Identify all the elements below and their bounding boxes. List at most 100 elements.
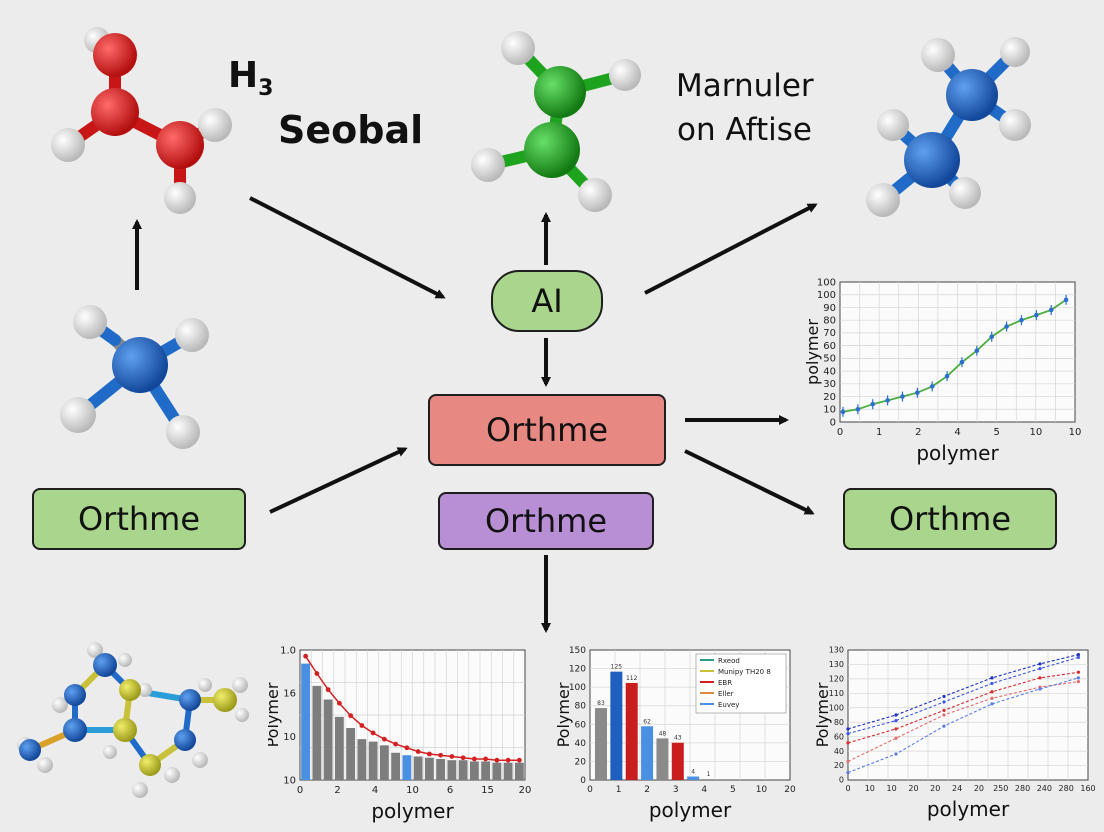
- x-tick-label: 20: [784, 785, 796, 795]
- x-axis-label: polymer: [916, 441, 999, 465]
- trend-point: [404, 745, 410, 751]
- trend-point: [494, 757, 500, 763]
- data-point: [1034, 312, 1039, 318]
- orthme-purple-box: Orthme: [438, 492, 654, 550]
- bar-value-label: 48: [659, 730, 667, 737]
- scatter-point: [1076, 670, 1080, 674]
- polymer-molecule-icon: [17, 642, 249, 798]
- y-tick-label: 60: [823, 341, 836, 352]
- data-point: [959, 359, 965, 365]
- x-tick-label: 2: [915, 427, 921, 438]
- y-axis-label: polymer: [803, 319, 822, 385]
- y-tick-label: 1.0: [280, 645, 296, 656]
- bar: [424, 757, 434, 780]
- x-tick-label: 20: [930, 784, 940, 793]
- scatter-point: [1076, 676, 1080, 680]
- y-tick-label: 40: [823, 366, 836, 377]
- y-tick-label: 40: [575, 739, 587, 749]
- trend-point: [449, 754, 455, 759]
- arrow-seobal-to-ai: [249, 196, 446, 299]
- x-tick-label: 280: [1015, 784, 1030, 793]
- y-tick-label: 20: [834, 761, 844, 770]
- y-tick-label: 100: [829, 703, 844, 712]
- x-tick-label: 0: [845, 784, 850, 793]
- y-tick-label: 70: [823, 328, 836, 339]
- x-tick-label: 10: [756, 785, 768, 795]
- series-line: [847, 681, 1079, 762]
- blue-molecule-icon: [866, 37, 1031, 217]
- y-tick-label: 100: [569, 683, 586, 693]
- x-tick-label: 20: [908, 784, 918, 793]
- y-tick-label: 0: [580, 776, 586, 786]
- y-tick-label: 110: [829, 689, 844, 698]
- trend-point: [415, 749, 421, 754]
- bar: [357, 739, 367, 780]
- arrow-ai-to-upper-right: [644, 203, 818, 295]
- y-tick-label: 90: [823, 303, 836, 314]
- y-tick-label: 20: [823, 392, 836, 403]
- bar: [469, 761, 479, 780]
- trend-point: [314, 671, 320, 676]
- trend-point: [505, 757, 511, 763]
- scatter-point: [846, 759, 850, 764]
- x-tick-label: 10: [406, 785, 419, 796]
- x-tick-label: 20: [519, 785, 532, 796]
- x-axis-label: polymer: [371, 799, 454, 823]
- scatter-point: [990, 696, 994, 700]
- bar-value-label: 62: [643, 718, 651, 725]
- data-point: [974, 348, 980, 354]
- scatter-point: [846, 731, 850, 736]
- trend-point: [303, 653, 309, 659]
- marnuler-label-line1: Marnuler: [676, 68, 814, 104]
- scatter-point: [990, 676, 994, 680]
- y-tick-label: 120: [829, 675, 844, 684]
- bar: [625, 682, 638, 780]
- bar-value-label: 4: [691, 769, 695, 776]
- bar-value-label: 125: [611, 664, 623, 671]
- x-tick-label: 15: [481, 785, 494, 796]
- scatter-point: [942, 708, 946, 712]
- x-tick-label: 0: [587, 785, 593, 795]
- scatter-point: [942, 700, 946, 704]
- series-line: [847, 656, 1079, 735]
- methane-molecule-icon: [60, 305, 209, 449]
- scatter-point: [990, 681, 994, 686]
- trend-point: [336, 700, 342, 706]
- data-point: [989, 334, 995, 340]
- x-tick-label: 6: [447, 785, 453, 796]
- trend-point: [348, 713, 354, 719]
- x-tick-label: 160: [1080, 784, 1095, 793]
- data-point: [870, 401, 876, 407]
- bar: [346, 728, 356, 780]
- y-tick-label: 0: [830, 417, 836, 428]
- scatter-point: [894, 718, 898, 723]
- bar: [413, 756, 423, 780]
- scatter-point: [846, 741, 850, 745]
- bar: [379, 745, 389, 780]
- bar: [481, 761, 491, 780]
- x-tick-label: 24: [952, 784, 962, 793]
- bar: [595, 708, 607, 780]
- bar-value-label: 43: [674, 735, 682, 742]
- data-point: [1019, 317, 1024, 323]
- scatter-point: [1076, 679, 1080, 684]
- trend-point: [471, 756, 477, 762]
- data-point: [855, 406, 861, 412]
- y-tick-label: 100: [817, 277, 836, 288]
- y-tick-label: 120: [569, 665, 586, 675]
- data-point: [840, 409, 846, 415]
- x-tick-label: 10: [1029, 427, 1042, 438]
- ai-box: AI: [491, 270, 603, 332]
- legend-label: Munipy TH20 8: [718, 668, 771, 676]
- bar-value-label: 112: [626, 675, 638, 682]
- x-tick-label: 4: [701, 785, 707, 795]
- trend-point: [460, 755, 466, 761]
- series-line: [847, 677, 1079, 774]
- x-tick-label: 1: [616, 785, 622, 795]
- y-tick-label: 20: [575, 757, 587, 767]
- x-tick-label: 1: [876, 427, 882, 438]
- bar: [702, 779, 715, 780]
- data-point: [1063, 297, 1069, 303]
